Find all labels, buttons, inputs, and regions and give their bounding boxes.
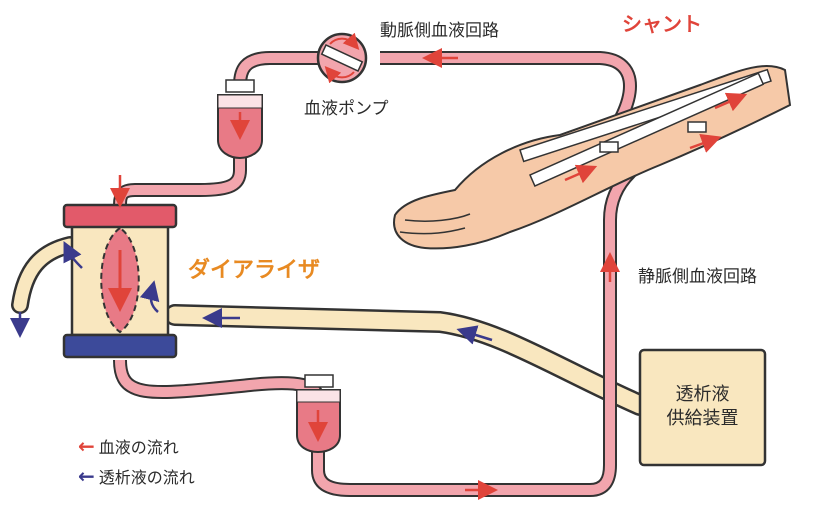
blood-pump-label: 血液ポンプ (304, 99, 389, 119)
legend-dialysate-flow: ← 透析液の流れ (78, 464, 195, 488)
dialysate-supply-box (638, 348, 767, 467)
legend-blood-flow-text: 血液の流れ (98, 438, 179, 457)
dialysate-supply-label: 透析液 供給装置 (640, 383, 765, 431)
dialyzer (62, 203, 178, 359)
legend-blood-flow: ← 血液の流れ (78, 434, 179, 458)
dialyzer-label: ダイアライザ (188, 258, 321, 283)
red-left-arrow-icon: ← (78, 434, 95, 458)
dialysate-supply-line2: 供給装置 (666, 408, 739, 429)
arm (393, 64, 792, 250)
arterial-circuit-label: 動脈側血液回路 (380, 21, 499, 41)
shunt-label: シャント (622, 12, 702, 36)
blood-flow-arrows (110, 48, 748, 500)
blue-left-arrow-icon: ← (78, 464, 95, 488)
blood-pump (316, 32, 368, 84)
dialysate-supply-line1: 透析液 (675, 384, 730, 405)
dialysate-flow-arrows (10, 241, 493, 345)
dialysate-outlet-tube (11, 236, 79, 314)
venous-circuit-label: 静脈側血液回路 (638, 267, 757, 287)
legend-dialysate-flow-text: 透析液の流れ (98, 468, 195, 487)
